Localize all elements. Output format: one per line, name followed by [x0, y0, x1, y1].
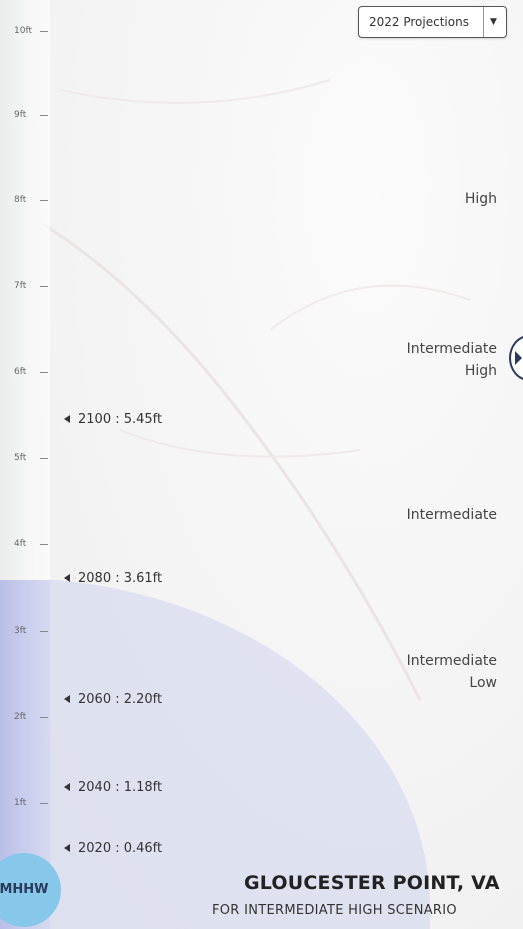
scale-tick-mark: [40, 458, 48, 459]
mhhw-baseline-badge: MHHW: [0, 853, 61, 927]
scenario-label-text: Intermediate: [406, 653, 497, 669]
left-triangle-icon: [64, 414, 70, 423]
left-triangle-icon: [64, 694, 70, 703]
scale-tick-mark: [40, 631, 48, 632]
scale-tick-mark: [40, 544, 48, 545]
scale-tick-label: 2ft: [14, 712, 27, 722]
scale-tick: 3ft: [0, 624, 50, 638]
scale-tick: 2ft: [0, 710, 50, 724]
year-level-marker[interactable]: 2080 : 3.61ft: [64, 570, 162, 588]
scale-tick-mark: [40, 372, 48, 373]
scale-tick-label: 5ft: [14, 453, 27, 463]
gauge-background: [0, 0, 50, 580]
scale-tick: 6ft: [0, 365, 50, 379]
year-level-label: 2080 : 3.61ft: [78, 571, 163, 586]
scenario-label-intermediate-high[interactable]: Intermediate High: [407, 338, 497, 382]
scale-tick-mark: [40, 717, 48, 718]
scale-tick: 5ft: [0, 451, 50, 465]
scenario-label-high[interactable]: High: [465, 188, 497, 210]
scale-tick: 7ft: [0, 279, 50, 293]
year-level-marker[interactable]: 2060 : 2.20ft: [64, 691, 162, 709]
left-triangle-icon: [64, 573, 70, 582]
year-level-marker[interactable]: 2100 : 5.45ft: [64, 411, 162, 429]
left-triangle-icon: [64, 782, 70, 791]
chevron-down-icon: ▼: [490, 17, 497, 27]
scenario-label-text: High: [464, 191, 497, 207]
year-level-label: 2020 : 0.46ft: [78, 841, 163, 856]
scale-tick-label: 10ft: [14, 26, 32, 36]
year-level-marker[interactable]: 2040 : 1.18ft: [64, 779, 162, 797]
water-level-gauge: 10ft 9ft 8ft 7ft 6ft 5ft 4ft 3ft 2ft 1ft: [0, 0, 50, 929]
scale-tick-label: 8ft: [14, 195, 27, 205]
scale-tick: 1ft: [0, 796, 50, 810]
year-level-label: 2040 : 1.18ft: [78, 780, 163, 795]
projection-dropdown[interactable]: 2022 Projections ▼: [358, 6, 507, 38]
scale-tick-label: 9ft: [14, 110, 27, 120]
year-level-label: 2060 : 2.20ft: [78, 692, 163, 707]
scenario-label-intermediate-low[interactable]: Intermediate Low: [407, 650, 497, 694]
year-level-marker[interactable]: 2020 : 0.46ft: [64, 840, 162, 858]
scenario-label-intermediate[interactable]: Intermediate: [407, 504, 497, 526]
scale-tick-mark: [40, 31, 48, 32]
scenario-label-text: Intermediate: [406, 341, 497, 357]
scenario-label-text: High: [464, 363, 497, 379]
scale-tick-label: 4ft: [14, 539, 27, 549]
play-triangle-icon: [515, 351, 522, 365]
scale-tick: 8ft: [0, 193, 50, 207]
scenario-label-text: Low: [469, 675, 497, 691]
scale-tick-label: 7ft: [14, 281, 27, 291]
dropdown-divider: [483, 7, 484, 37]
scale-tick-label: 6ft: [14, 367, 27, 377]
scale-tick: 4ft: [0, 537, 50, 551]
scale-tick-label: 1ft: [14, 798, 27, 808]
location-title: GLOUCESTER POINT, VA: [244, 872, 500, 894]
location-subtitle: FOR INTERMEDIATE HIGH SCENARIO: [212, 903, 457, 918]
scale-tick: 9ft: [0, 108, 50, 122]
scenario-label-text: Intermediate: [406, 507, 497, 523]
scale-tick-label: 3ft: [14, 626, 27, 636]
scale-tick-mark: [40, 115, 48, 116]
left-triangle-icon: [64, 843, 70, 852]
scale-tick-mark: [40, 803, 48, 804]
scale-tick: 10ft: [0, 24, 50, 38]
year-level-label: 2100 : 5.45ft: [78, 412, 163, 427]
scale-tick-mark: [40, 286, 48, 287]
projection-dropdown-value: 2022 Projections: [369, 15, 469, 29]
mhhw-label: MHHW: [0, 882, 49, 897]
scale-tick-mark: [40, 200, 48, 201]
